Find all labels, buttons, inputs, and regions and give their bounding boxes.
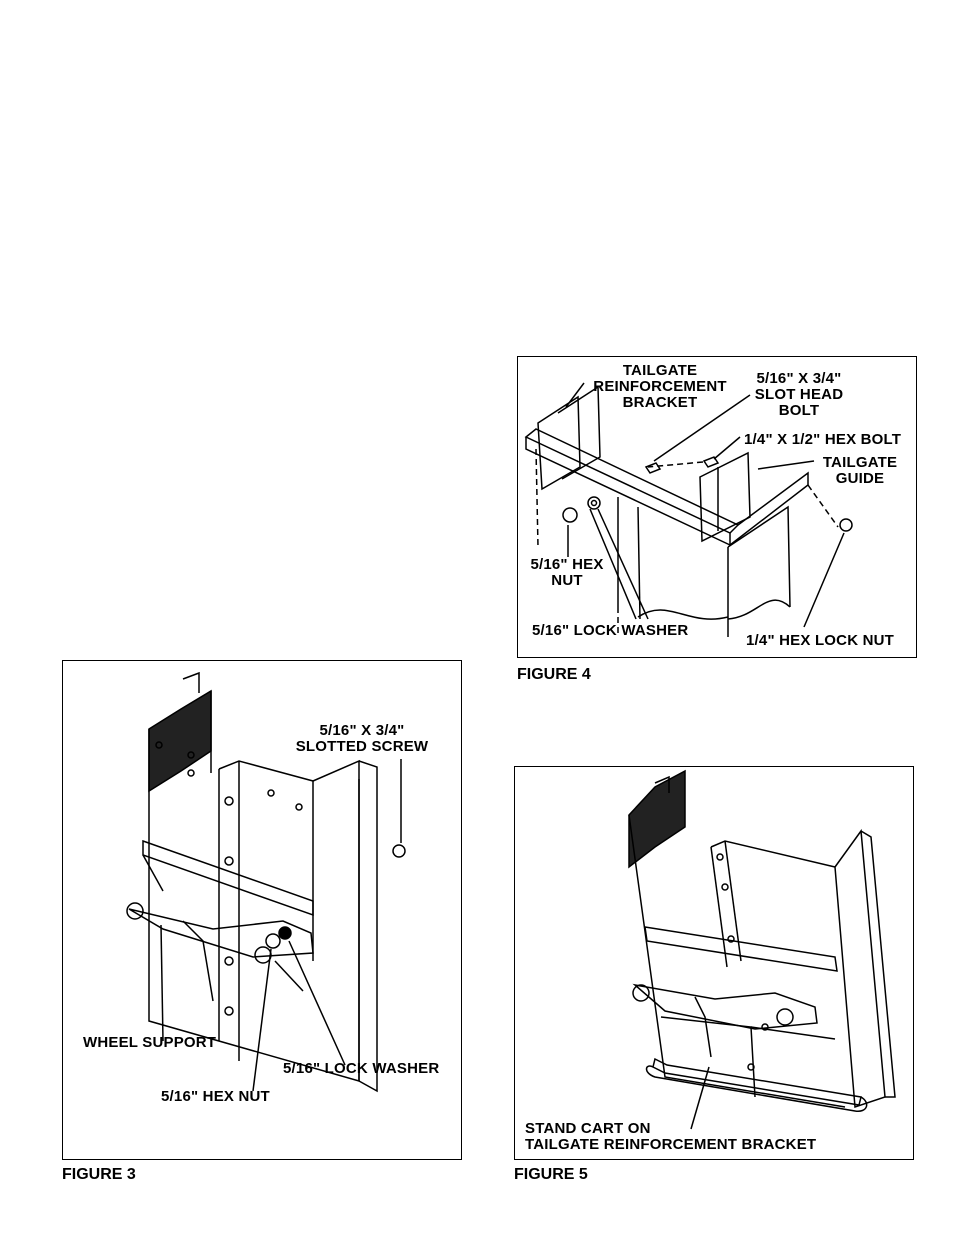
- figure-4-panel: TAILGATE REINFORCEMENT BRACKET 5/16" x 3…: [517, 356, 917, 658]
- fig4-label-hex-nut: 5/16" HEX NUT: [522, 557, 612, 589]
- figure-3-caption: FIGURE 3: [62, 1166, 136, 1184]
- fig4-label-hex-bolt: 1/4" x 1/2" HEX BOLT: [744, 432, 901, 448]
- fig4-label-hex-lock-nut: 1/4" HEX LOCK NUT: [746, 633, 894, 649]
- fig4-label-lock-washer: 5/16" LOCK WASHER: [532, 623, 688, 639]
- figure-5-drawing: [515, 767, 913, 1159]
- figure-5-panel: STAND CART ON TAILGATE REINFORCEMENT BRA…: [514, 766, 914, 1160]
- fig3-label-hex-nut: 5/16" HEX NUT: [161, 1089, 270, 1105]
- fig3-label-lock-washer: 5/16" LOCK WASHER: [283, 1061, 439, 1077]
- fig3-label-slotted-screw: 5/16" x 3/4" SLOTTED SCREW: [287, 723, 437, 755]
- figure-4-caption: FIGURE 4: [517, 666, 591, 684]
- figure-5-caption: FIGURE 5: [514, 1166, 588, 1184]
- fig3-label-wheel-support: WHEEL SUPPORT: [83, 1035, 216, 1051]
- fig4-label-slot-head-bolt: 5/16" x 3/4" SLOT HEAD BOLT: [744, 371, 854, 419]
- fig4-label-tailgate-bracket: TAILGATE REINFORCEMENT BRACKET: [592, 363, 728, 411]
- fig5-label-stand-cart: STAND CART ON TAILGATE REINFORCEMENT BRA…: [525, 1121, 816, 1153]
- fig4-label-tailgate-guide: TAILGATE GUIDE: [818, 455, 902, 487]
- figure-3-panel: 5/16" x 3/4" SLOTTED SCREW WHEEL SUPPORT…: [62, 660, 462, 1160]
